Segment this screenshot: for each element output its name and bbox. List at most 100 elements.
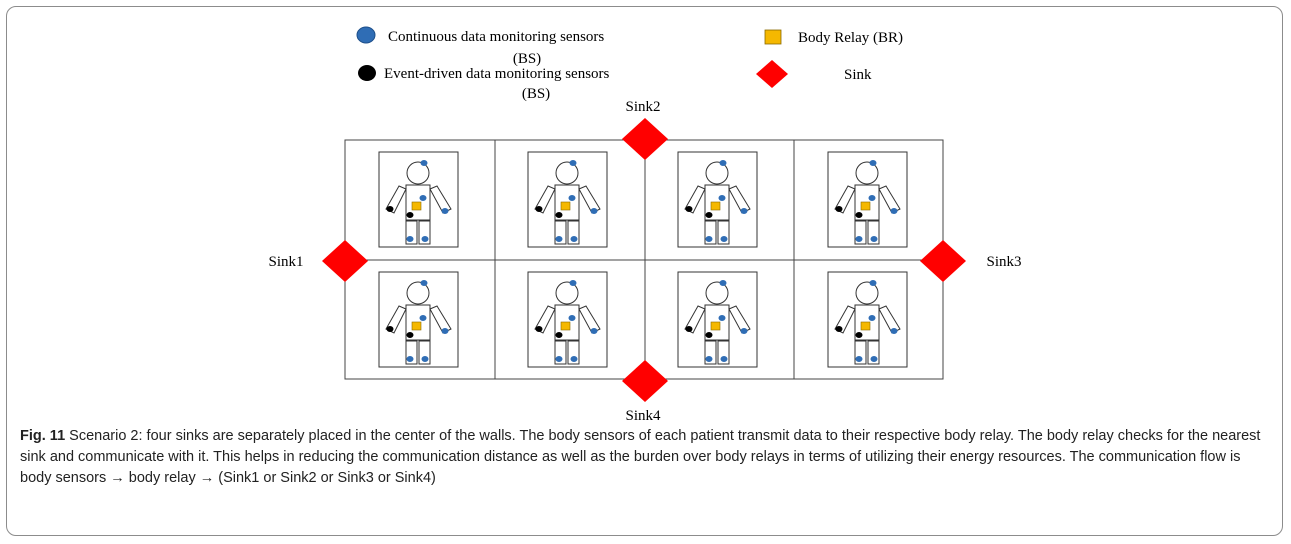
event-sensor-icon — [855, 332, 863, 338]
body-relay-icon — [710, 321, 721, 331]
patient-head — [555, 281, 579, 305]
patient-torso — [554, 304, 580, 341]
continuous-sensor-icon — [590, 208, 598, 214]
patient-head — [855, 161, 879, 185]
continuous-sensor-icon — [870, 356, 878, 362]
sink3-icon — [920, 240, 966, 282]
patient-right-leg — [567, 340, 580, 365]
continuous-sensor-icon — [421, 356, 429, 362]
body-relay-icon — [710, 201, 721, 211]
patient-right-arm — [578, 305, 601, 334]
continuous-sensor-icon — [421, 236, 429, 242]
figure-label: Fig. 11 — [20, 428, 66, 444]
body-relay-icon — [560, 201, 571, 211]
patient-right-leg — [418, 340, 431, 365]
event-sensor-icon — [855, 212, 863, 218]
sink1-icon — [322, 240, 368, 282]
event-sensor-icon — [386, 206, 394, 212]
patient-head — [705, 281, 729, 305]
patient-left-leg — [405, 220, 418, 245]
patient-left-arm — [834, 185, 856, 214]
continuous-sensor-icon — [855, 356, 863, 362]
continuous-sensor-icon — [720, 356, 728, 362]
continuous-sensor-icon — [420, 280, 428, 286]
patient-right-arm — [728, 185, 751, 214]
patients — [378, 151, 908, 368]
patient-3 — [677, 151, 758, 248]
patient-right-leg — [418, 220, 431, 245]
body-relay-icon — [860, 321, 871, 331]
continuous-sensor-icon — [868, 195, 876, 201]
continuous-sensor-icon — [568, 315, 576, 321]
patient-right-arm — [578, 185, 601, 214]
patient-7 — [677, 271, 758, 368]
patient-torso — [554, 184, 580, 221]
event-sensor-icon — [705, 212, 713, 218]
patient-left-leg — [854, 340, 867, 365]
legend-event-label: Event-driven data monitoring sensors — [384, 66, 610, 82]
continuous-sensor-icon — [419, 315, 427, 321]
patient-torso — [704, 184, 730, 221]
patient-6 — [527, 271, 608, 368]
event-sensor-icon — [835, 326, 843, 332]
sink4-icon — [622, 360, 668, 402]
patient-torso — [405, 304, 431, 341]
legend-continuous-abbr: (BS) — [513, 51, 541, 67]
event-sensor-icon — [535, 206, 543, 212]
patient-right-leg — [867, 340, 880, 365]
continuous-sensor-icon — [869, 280, 877, 286]
continuous-sensor-icon — [590, 328, 598, 334]
continuous-sensor-icon — [740, 328, 748, 334]
continuous-sensor-icon — [570, 356, 578, 362]
legend-sink-label: Sink — [844, 67, 872, 83]
patient-torso — [854, 304, 880, 341]
patient-right-arm — [429, 305, 452, 334]
patient-left-arm — [534, 185, 556, 214]
sink2-label: Sink2 — [625, 99, 660, 115]
diagram: Continuous data monitoring sensors (BS) … — [268, 26, 1022, 424]
sink2-icon — [622, 118, 668, 160]
body-relay-legend-icon — [764, 29, 782, 45]
figure-frame — [6, 6, 1283, 536]
continuous-sensor-icon — [441, 328, 449, 334]
continuous-sensor-icon — [718, 315, 726, 321]
patient-torso — [405, 184, 431, 221]
continuous-sensor-icon — [555, 236, 563, 242]
patient-left-arm — [834, 305, 856, 334]
continuous-sensor-icon — [420, 160, 428, 166]
sink1-label: Sink1 — [268, 254, 303, 270]
event-sensor-icon — [386, 326, 394, 332]
patient-left-leg — [704, 220, 717, 245]
patient-right-leg — [717, 220, 730, 245]
body-relay-icon — [560, 321, 571, 331]
event-sensor-icon — [685, 326, 693, 332]
patient-head — [705, 161, 729, 185]
continuous-sensor-icon — [705, 236, 713, 242]
patient-2 — [527, 151, 608, 248]
continuous-sensor-icon — [869, 160, 877, 166]
patient-right-arm — [878, 305, 901, 334]
legend-relay-label: Body Relay (BR) — [798, 30, 903, 46]
continuous-sensor-icon — [569, 280, 577, 286]
continuous-sensor-legend-icon — [356, 26, 376, 44]
sink-legend-icon — [756, 60, 788, 88]
body-relay-icon — [860, 201, 871, 211]
patient-right-leg — [867, 220, 880, 245]
sinks: Sink2 Sink1 Sink3 Sink4 — [268, 99, 1021, 424]
continuous-sensor-icon — [569, 160, 577, 166]
patient-left-arm — [385, 185, 407, 214]
continuous-sensor-icon — [568, 195, 576, 201]
patient-right-arm — [728, 305, 751, 334]
patient-torso — [704, 304, 730, 341]
patient-right-arm — [429, 185, 452, 214]
figure-caption-text: Scenario 2: four sinks are separately pl… — [20, 428, 1261, 486]
patient-left-leg — [554, 220, 567, 245]
patient-right-leg — [567, 220, 580, 245]
patient-left-arm — [684, 185, 706, 214]
continuous-sensor-icon — [890, 208, 898, 214]
patient-left-leg — [554, 340, 567, 365]
continuous-sensor-icon — [570, 236, 578, 242]
legend-continuous-label: Continuous data monitoring sensors — [388, 29, 604, 45]
patient-left-arm — [385, 305, 407, 334]
legend: Continuous data monitoring sensors (BS) … — [356, 26, 903, 102]
